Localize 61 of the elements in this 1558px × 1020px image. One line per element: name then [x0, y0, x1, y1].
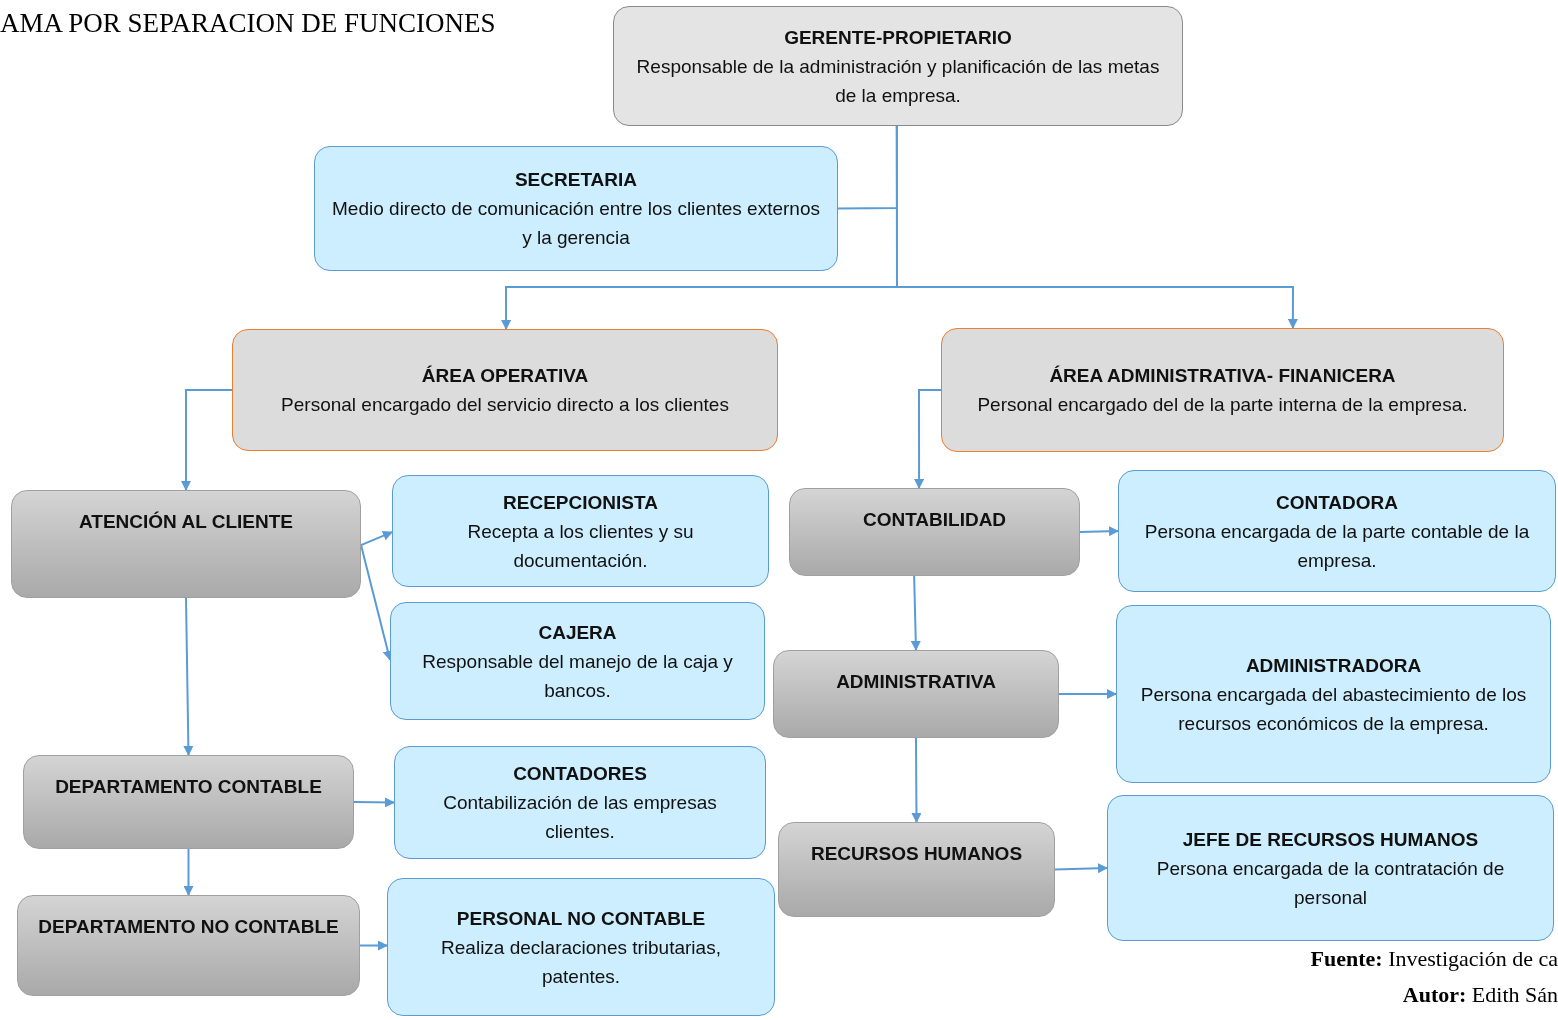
role-description: Medio directo de comunicación entre los clientes externos y la gerencia — [331, 197, 821, 250]
role-title: DEPARTAMENTO CONTABLE — [55, 775, 322, 799]
role-title: CAJERA — [538, 620, 617, 645]
org-box — [392, 475, 769, 587]
role-title: PERSONAL NO CONTABLE — [456, 906, 706, 931]
arrow — [181, 389, 233, 491]
org-box — [232, 329, 778, 451]
role-title: RECURSOS HUMANOS — [810, 842, 1023, 866]
org-box — [1116, 605, 1551, 783]
org-box — [789, 488, 1080, 576]
arrow — [359, 940, 388, 951]
org-box — [314, 146, 838, 271]
role-title: JEFE DE RECURSOS HUMANOS — [1182, 827, 1479, 852]
org-box — [773, 650, 1059, 738]
arrow — [1058, 689, 1117, 699]
org-box — [941, 328, 1504, 452]
role-description: Responsable de la administración y planificación de las metas de la empresa. — [635, 54, 1161, 108]
source-note: Fuente: Investigación de ca — [1310, 946, 1558, 972]
role-title: CONTABILIDAD — [862, 508, 1007, 532]
org-box — [387, 878, 775, 1016]
arrow — [914, 389, 942, 489]
org-box — [390, 602, 765, 720]
diagram-title: AMA POR SEPARACION DE FUNCIONES — [0, 8, 496, 39]
arrow — [1054, 863, 1108, 874]
role-title: SECRETARIA — [514, 168, 638, 192]
role-title: CONTADORA — [1275, 490, 1399, 515]
org-box — [613, 6, 1183, 126]
org-box — [394, 746, 766, 859]
role-title: ADMINISTRADORA — [1245, 653, 1422, 678]
arrow — [183, 597, 194, 756]
role-description: Realiza declaraciones tributarias, patentes. — [440, 935, 722, 989]
source-note: Autor: Edith Sán — [1402, 982, 1558, 1008]
arrow — [911, 737, 922, 823]
role-description: Personal encargado del servicio directo a los clientes — [281, 393, 729, 417]
role-title: ADMINISTRATIVA — [836, 670, 996, 694]
org-box — [23, 755, 354, 849]
org-box — [1107, 795, 1554, 941]
arrow — [895, 125, 1298, 329]
role-title: RECEPCIONISTA — [503, 490, 658, 515]
role-description: Responsable del manejo de la caja y bancos. — [421, 649, 734, 703]
role-title: GERENTE-PROPIETARIO — [784, 25, 1012, 50]
org-box — [778, 822, 1055, 917]
role-description: Recepta a los clientes y su documentación. — [466, 519, 695, 573]
arrow — [1079, 526, 1119, 537]
role-title: DEPARTAMENTO NO CONTABLE — [38, 915, 339, 939]
role-description: Contabilización de las empresas clientes. — [442, 791, 718, 844]
role-description: Persona encargada de la parte contable de la empresa. — [1143, 519, 1531, 573]
role-title: ATENCIÓN AL CLIENTE — [79, 510, 293, 534]
role-title: ÁREA OPERATIVA — [421, 364, 589, 388]
arrow — [353, 797, 395, 808]
role-title: ÁREA ADMINISTRATIVA- FINANICERA — [1049, 364, 1396, 388]
arrow — [183, 848, 194, 896]
org-box — [17, 895, 360, 996]
org-box — [1118, 470, 1556, 592]
role-description: Persona encargada del abastecimiento de los recursos económicos de la empresa. — [1139, 682, 1528, 736]
role-description: Personal encargado del de la parte interna de la empresa. — [977, 393, 1468, 417]
org-box — [11, 490, 361, 598]
role-description: Persona encargada de la contratación de personal — [1155, 856, 1506, 910]
role-title: CONTADORES — [513, 762, 647, 786]
arrow — [910, 575, 921, 651]
arrow — [360, 531, 393, 547]
